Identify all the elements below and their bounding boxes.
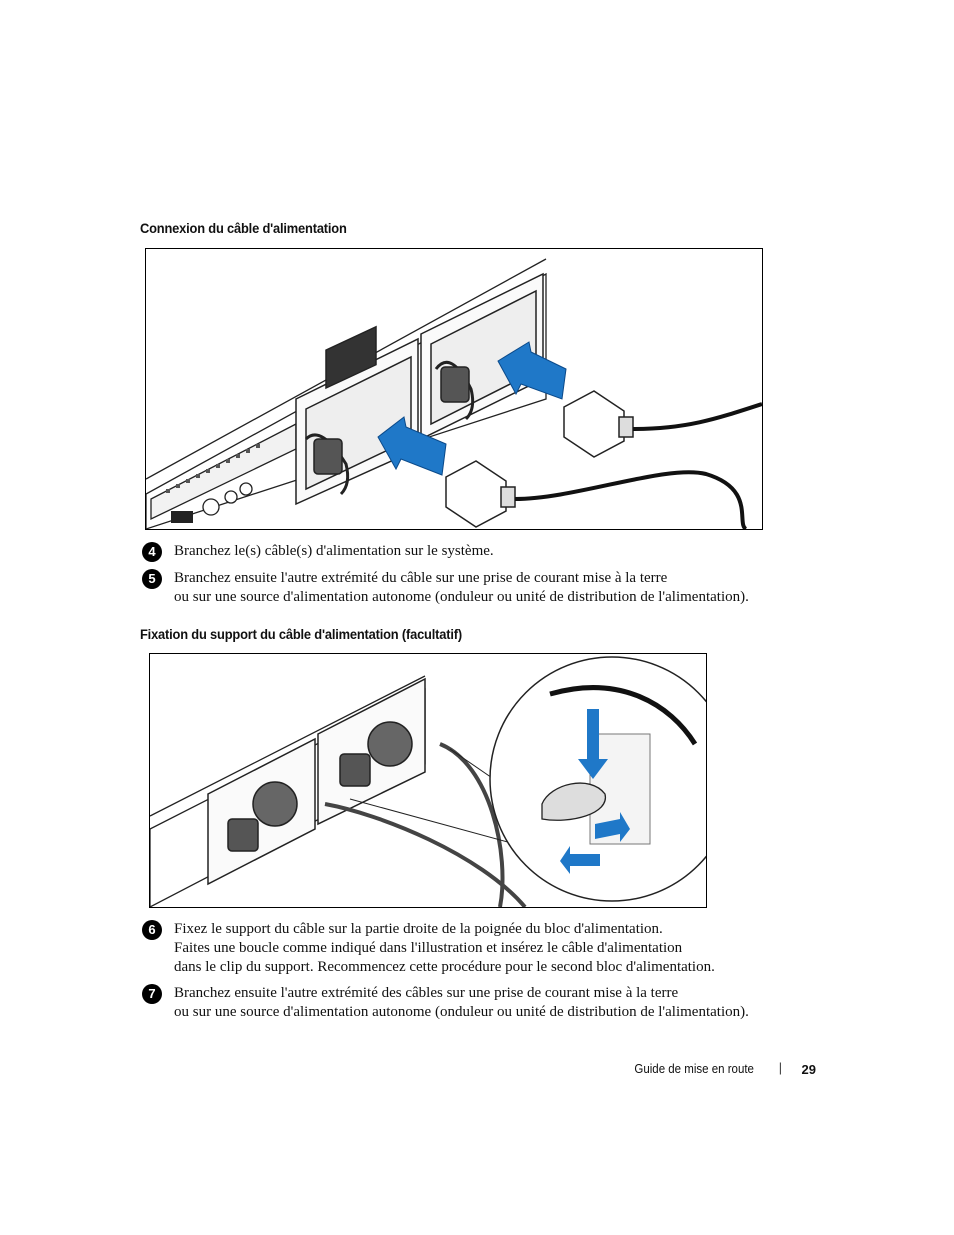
power-supply-1 xyxy=(207,737,316,886)
step-number-badge: 7 xyxy=(142,984,162,1004)
insert-arrow-icon-2 xyxy=(497,341,567,400)
power-cable-2 xyxy=(439,742,505,907)
zoom-detail-circle xyxy=(489,656,706,902)
power-plug-1 xyxy=(445,460,516,528)
step-text: Branchez ensuite l'autre extrémité du câ… xyxy=(174,570,749,605)
step-text: Branchez ensuite l'autre extrémité des c… xyxy=(174,985,749,1020)
step-number-badge: 4 xyxy=(142,542,162,562)
network-port xyxy=(171,511,193,523)
section-heading-power-cable: Connexion du câble d'alimentation xyxy=(140,220,347,236)
footer-guide-title: Guide de mise en route xyxy=(634,1062,754,1076)
chassis-vents xyxy=(166,444,260,493)
power-cable-1 xyxy=(514,470,748,529)
section-heading-cable-bracket: Fixation du support du câble d'alimentat… xyxy=(140,626,462,642)
insert-arrow-icon-1 xyxy=(377,416,447,476)
page-footer: Guide de mise en route | 29 xyxy=(560,1061,816,1082)
power-supply-2 xyxy=(317,677,426,826)
page-number: 29 xyxy=(801,1062,816,1077)
power-supply-1 xyxy=(295,325,419,506)
step-number-badge: 5 xyxy=(142,569,162,589)
step-text: Branchez le(s) câble(s) d'alimentation s… xyxy=(174,543,494,559)
power-plug-2 xyxy=(563,390,634,458)
figure-cable-bracket xyxy=(149,653,707,908)
figure-power-cable-connection xyxy=(145,248,763,530)
footer-separator: | xyxy=(778,1061,782,1075)
step-text: Fixez le support du câble sur la partie … xyxy=(174,921,715,975)
right-arrow-icon xyxy=(595,812,630,842)
down-arrow-icon xyxy=(578,709,608,779)
step-number-badge: 6 xyxy=(142,920,162,940)
left-arrow-icon xyxy=(560,846,600,874)
power-cable-1 xyxy=(324,802,527,907)
port-icon xyxy=(202,498,220,516)
power-cable-2 xyxy=(632,402,762,431)
